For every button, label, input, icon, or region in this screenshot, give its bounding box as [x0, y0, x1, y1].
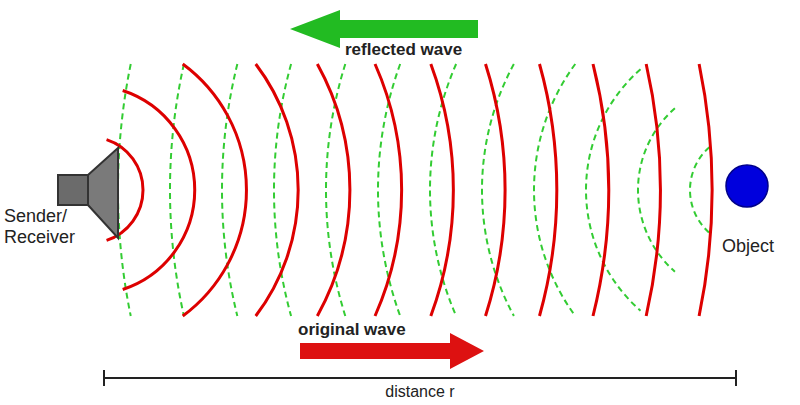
reflected-wavefront	[534, 64, 575, 316]
reflected-wavefront	[690, 147, 709, 233]
original-wavefront	[431, 64, 454, 316]
dimension-line	[104, 377, 736, 379]
original-wavefront	[375, 64, 402, 316]
reflected-wavefront	[482, 64, 514, 316]
original-wavefront	[317, 64, 350, 316]
dimension-tick	[103, 370, 105, 386]
reflected-wavefront	[586, 69, 641, 311]
speaker-body	[58, 175, 88, 205]
dimension-label: distance r	[385, 383, 454, 401]
object-ball	[726, 165, 768, 207]
original-wavefront	[123, 91, 195, 290]
original-wavefront	[646, 64, 660, 316]
wave-group	[107, 64, 712, 316]
original-wavefront	[256, 64, 298, 316]
reflected-wavefront	[118, 64, 131, 316]
reflected-wavefront	[170, 64, 184, 316]
original-wavefront	[593, 64, 609, 316]
reflected-wavefront	[222, 64, 237, 316]
original-wavefront	[699, 64, 712, 316]
reflected-wavefront	[430, 64, 456, 316]
original-wavefront	[539, 64, 556, 316]
arrow-label: original wave	[298, 320, 406, 340]
arrow-label: reflected wave	[345, 40, 462, 60]
reflected-wavefront	[274, 64, 291, 316]
speaker-cone	[88, 148, 118, 238]
dimension-tick	[735, 370, 737, 386]
object-label: Object	[722, 236, 774, 257]
original-wavefront	[486, 64, 506, 316]
original-wavefront	[183, 64, 247, 316]
device-label: Sender/ Receiver	[4, 206, 88, 247]
